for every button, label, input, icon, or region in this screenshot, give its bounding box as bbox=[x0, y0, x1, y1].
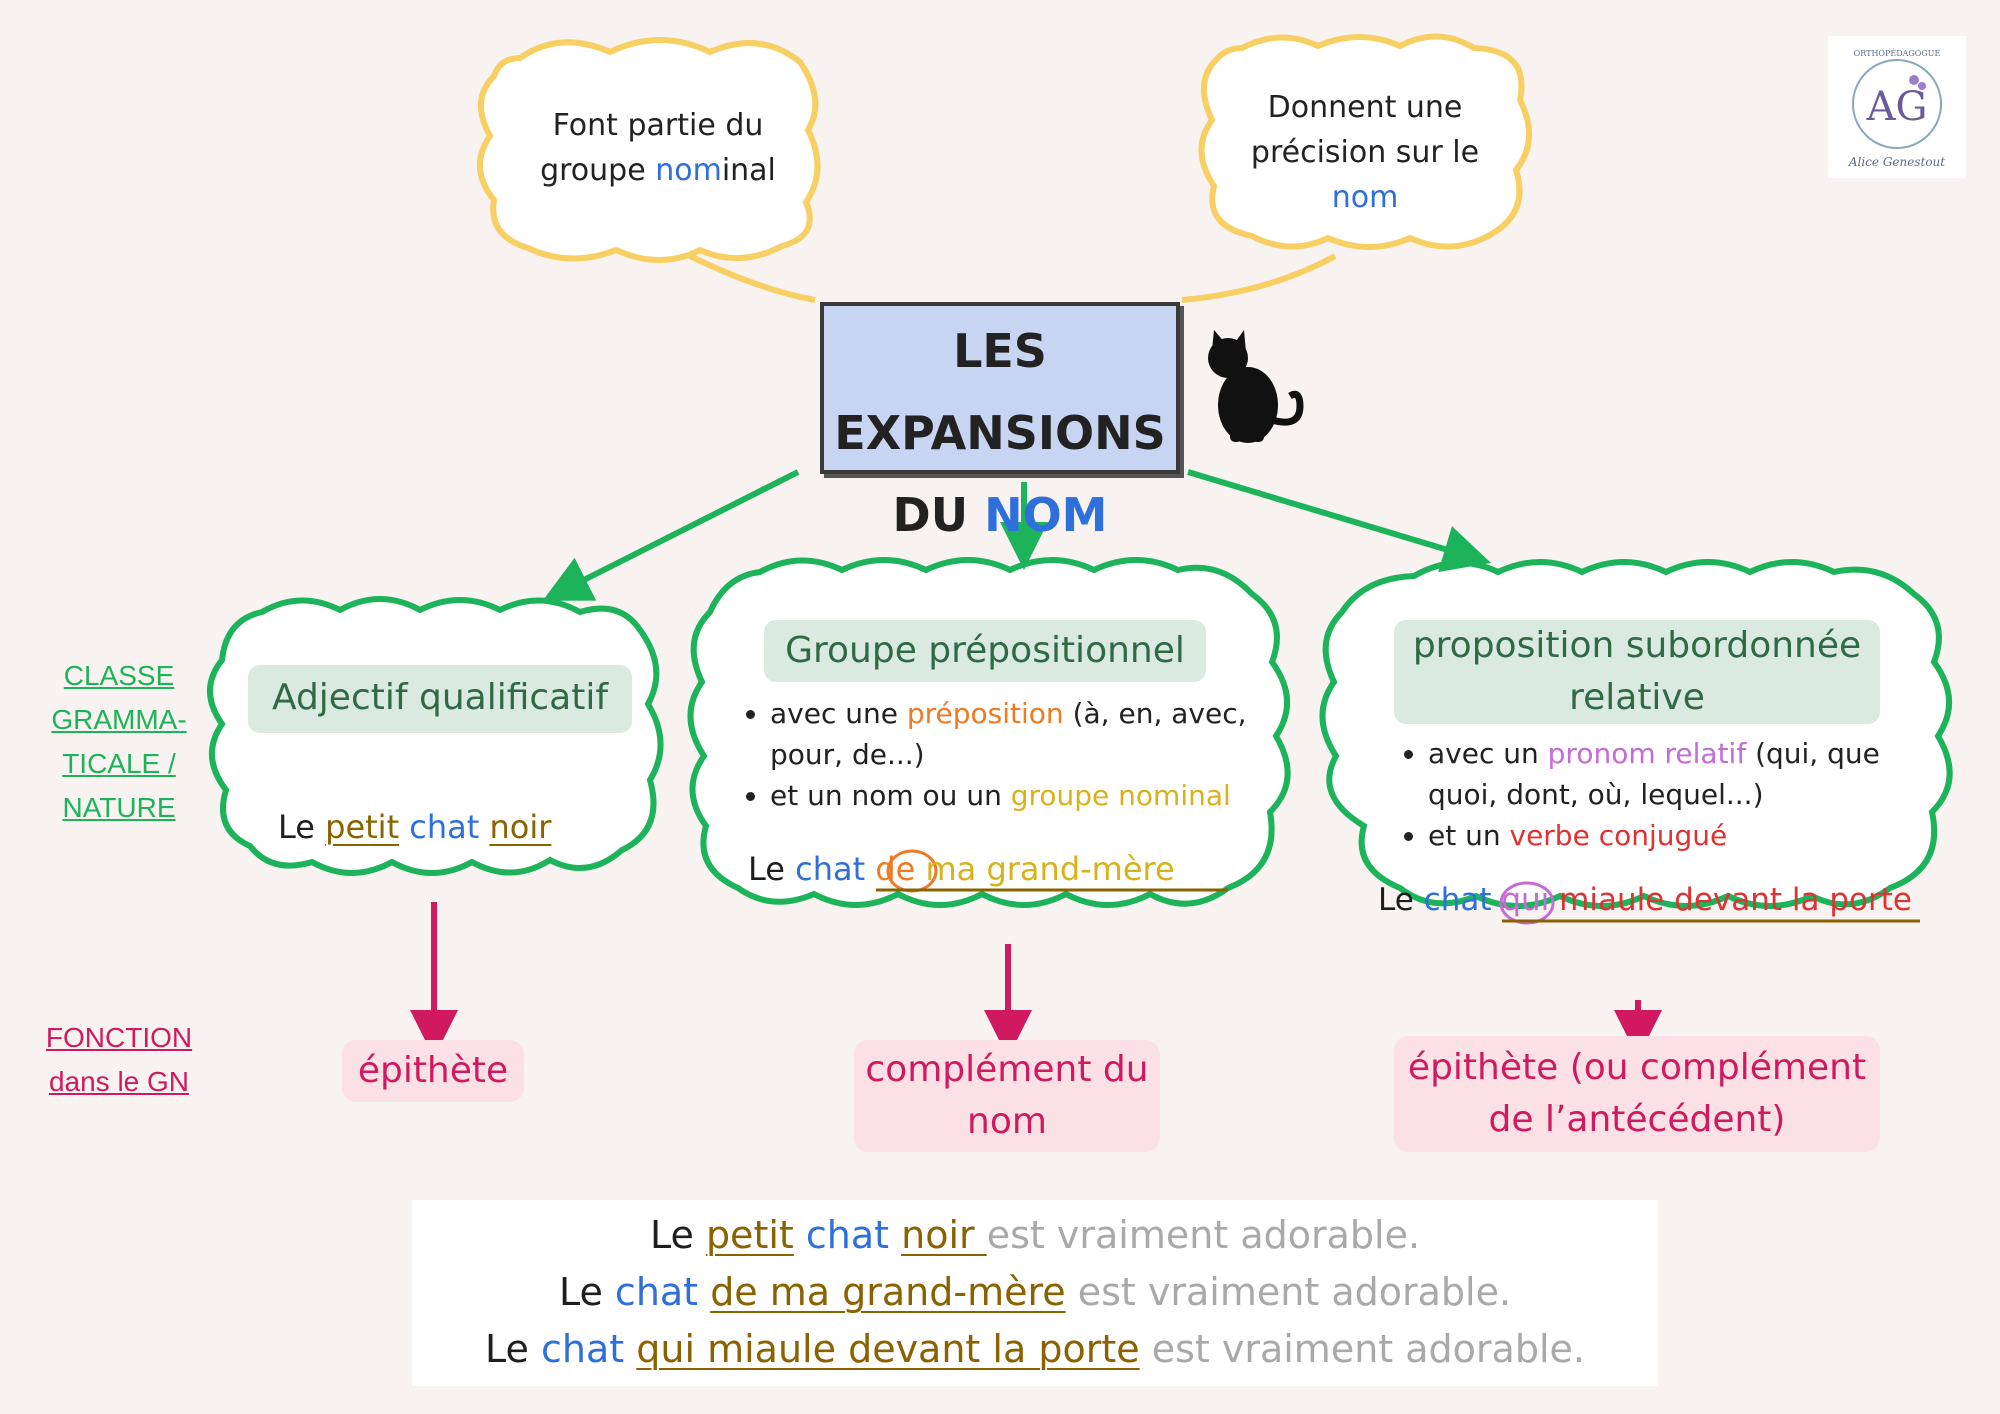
heading-sub-line2: relative bbox=[1569, 677, 1705, 718]
bullets-groupe-prep: avec une préposition (à, en, avec, pour,… bbox=[736, 693, 1256, 816]
title-box: LES EXPANSIONS DU NOM bbox=[820, 302, 1180, 542]
s3-relative: qui miaule devant la porte bbox=[636, 1327, 1140, 1371]
logo-arc-text: ORTHOPÉDAGOGUE bbox=[1854, 49, 1941, 58]
ex-petit: petit bbox=[325, 808, 400, 846]
text-nom-highlight: nom bbox=[655, 153, 722, 188]
bullet-verbe: et un verbe conjugué bbox=[1428, 815, 1914, 856]
bullet-verbe-a: et un bbox=[1428, 819, 1510, 852]
fn-ant-line1: épithète (ou complément bbox=[1407, 1047, 1867, 1088]
logo: AG ORTHOPÉDAGOGUE Alice Genestout bbox=[1828, 36, 1966, 178]
cloud-top-right-line1: Donnent une bbox=[1267, 90, 1463, 125]
ex-noir: noir bbox=[489, 808, 552, 846]
fn-cdn-line1: complément du bbox=[865, 1049, 1149, 1090]
connector-right bbox=[1181, 253, 1337, 303]
s3-chat: chat bbox=[541, 1327, 625, 1371]
heading-groupe-prep: Groupe prépositionnel bbox=[764, 620, 1206, 682]
example-sentences: Le petit chat noir est vraiment adorable… bbox=[412, 1200, 1658, 1386]
fn-ant-line2: de l’antécédent) bbox=[1488, 1099, 1786, 1140]
bullet-groupe-nominal: et un nom ou un groupe nominal bbox=[770, 775, 1256, 816]
ex-gp-rest: ma grand-mère bbox=[915, 850, 1175, 888]
side-classe-1: CLASSE bbox=[63, 660, 175, 691]
side-classe-4: NATURE bbox=[62, 792, 176, 823]
ex-chat: chat bbox=[409, 808, 480, 846]
function-epithete: épithète bbox=[342, 1040, 524, 1102]
s1-tail: est vraiment adorable. bbox=[986, 1213, 1421, 1257]
s3-le: Le bbox=[485, 1327, 541, 1371]
s3-tail: est vraiment adorable. bbox=[1139, 1327, 1585, 1371]
example-groupe-prep: Le chat de ma grand-mère bbox=[748, 850, 1175, 888]
side-classe-2: GRAMMA- bbox=[51, 704, 187, 735]
sentence-1: Le petit chat noir est vraiment adorable… bbox=[412, 1207, 1658, 1264]
bullet-pronom-relatif: avec un pronom relatif (qui, que quoi, d… bbox=[1428, 733, 1914, 815]
ex-le: Le bbox=[278, 808, 326, 846]
cloud-top-right-line2: précision sur le bbox=[1250, 135, 1480, 170]
fn-cdn-line2: nom bbox=[967, 1101, 1047, 1142]
s2-complement: de ma grand-mère bbox=[710, 1270, 1066, 1314]
s1-le: Le bbox=[649, 1213, 706, 1257]
cloud-top-left-line1: Font partie du bbox=[552, 108, 764, 143]
s2-chat: chat bbox=[614, 1270, 699, 1314]
ex-sub-rest: miaule devant la porte bbox=[1549, 882, 1912, 918]
ex-sub-le: Le bbox=[1378, 882, 1424, 918]
sentence-2: Le chat de ma grand-mère est vraiment ad… bbox=[412, 1264, 1658, 1321]
bullet-preposition-c: (à, en, avec, pour, de...) bbox=[770, 697, 1247, 771]
bullet-pronom-c: (qui, que quoi, dont, où, lequel...) bbox=[1428, 737, 1880, 811]
title-nom: NOM bbox=[984, 488, 1108, 542]
bullet-preposition-a: avec une bbox=[770, 697, 907, 730]
cat-icon bbox=[1208, 330, 1304, 443]
bullet-pronom-a: avec un bbox=[1428, 737, 1548, 770]
bullet-groupe-nominal-b: groupe nominal bbox=[1010, 779, 1231, 812]
heading-adjectif: Adjectif qualificatif bbox=[248, 665, 632, 733]
side-fonction-1: FONCTION bbox=[45, 1022, 193, 1053]
text-inal: inal bbox=[721, 153, 776, 188]
example-subordonnee: Le chat qui miaule devant la porte bbox=[1378, 882, 1912, 918]
cloud-top-right-text: Donnent une précision sur le nom bbox=[1220, 85, 1510, 220]
logo-letters: AG bbox=[1866, 84, 1928, 130]
s1-chat: chat bbox=[805, 1213, 890, 1257]
arrow-to-adjectif bbox=[542, 469, 800, 601]
cloud-top-right-line3: nom bbox=[1331, 180, 1399, 215]
ex-gp-le: Le bbox=[748, 850, 796, 888]
text-groupe: groupe bbox=[540, 153, 656, 188]
side-classe-3: TICALE / bbox=[62, 748, 176, 779]
side-label-fonction: FONCTION dans le GN bbox=[26, 1016, 212, 1104]
cloud-top-left-line2: groupe nominal bbox=[508, 148, 808, 193]
title-du: DU bbox=[892, 488, 985, 542]
s2-tail: est vraiment adorable. bbox=[1065, 1270, 1512, 1314]
logo-mark: AG ORTHOPÉDAGOGUE Alice Genestout bbox=[1848, 49, 1945, 169]
circle-qui bbox=[1499, 881, 1555, 925]
heading-subordonnee: proposition subordonnée relative bbox=[1394, 620, 1880, 724]
bullet-preposition-b: préposition bbox=[906, 697, 1064, 730]
ex-sub-qui: qui bbox=[1501, 882, 1550, 918]
bullets-subordonnee: avec un pronom relatif (qui, que quoi, d… bbox=[1394, 733, 1914, 856]
title-line1: LES EXPANSIONS bbox=[834, 324, 1166, 460]
sentence-3: Le chat qui miaule devant la porte est v… bbox=[412, 1321, 1658, 1378]
bullet-pronom-b: pronom relatif bbox=[1547, 737, 1747, 770]
side-label-classe: CLASSE GRAMMA- TICALE / NATURE bbox=[36, 654, 202, 830]
s2-le: Le bbox=[558, 1270, 615, 1314]
cloud-top-left-text: Font partie du groupe nominal bbox=[508, 103, 808, 193]
ex-gp-chat: chat bbox=[795, 850, 866, 888]
bullet-verbe-b: verbe conjugué bbox=[1509, 819, 1728, 852]
connector-left bbox=[688, 253, 816, 303]
cloud-top-right bbox=[1198, 33, 1533, 250]
arrow-to-subordonnee bbox=[1187, 469, 1491, 573]
ex-sub-chat: chat bbox=[1423, 882, 1492, 918]
title-line2: DU NOM bbox=[824, 474, 1176, 556]
bullet-groupe-nominal-a: et un nom ou un bbox=[770, 779, 1011, 812]
example-adjectif: Le petit chat noir bbox=[278, 808, 551, 846]
s1-petit: petit bbox=[705, 1213, 794, 1257]
s1-noir: noir bbox=[901, 1213, 987, 1257]
function-epithete-antecedent: épithète (ou complément de l’antécédent) bbox=[1394, 1036, 1880, 1152]
ex-gp-de: de bbox=[875, 850, 916, 888]
function-complement-du-nom: complément du nom bbox=[854, 1040, 1160, 1152]
logo-signature: Alice Genestout bbox=[1848, 155, 1945, 169]
bullet-preposition: avec une préposition (à, en, avec, pour,… bbox=[770, 693, 1256, 775]
cloud-top-left bbox=[476, 37, 821, 263]
side-fonction-2: dans le GN bbox=[48, 1066, 190, 1097]
heading-sub-line1: proposition subordonnée bbox=[1412, 625, 1862, 666]
